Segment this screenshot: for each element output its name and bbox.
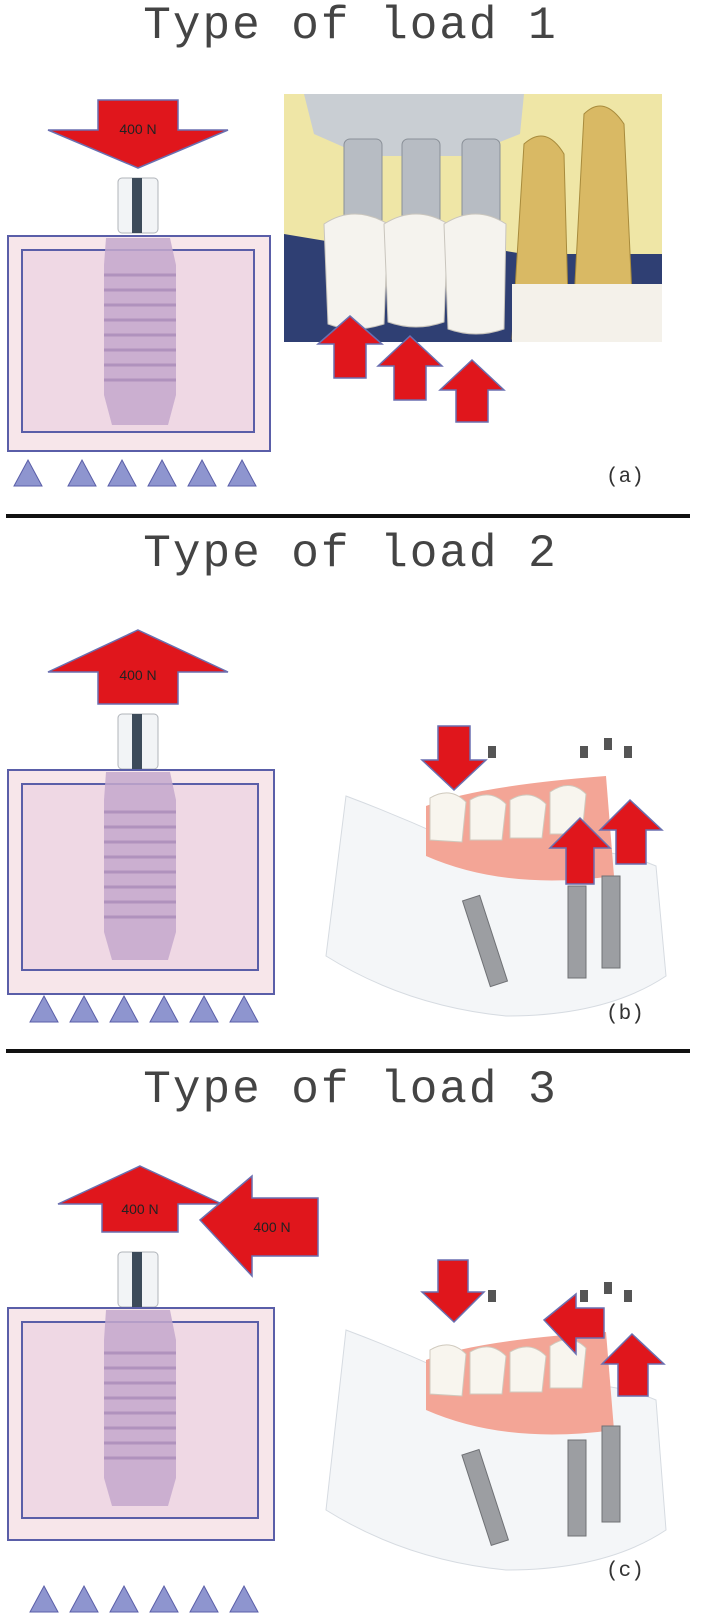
panel-b-caption: (b) xyxy=(606,1003,644,1026)
panel-c-dental-illustration xyxy=(325,1259,667,1571)
load-arrow-left xyxy=(198,1174,319,1278)
panel-c-caption: (c) xyxy=(606,1560,644,1583)
panel-a-caption: (a) xyxy=(606,466,644,489)
panel-b-implant-model: 400 N xyxy=(7,629,275,1023)
panel-c-implant-model: 400 N 400 N xyxy=(7,1165,319,1613)
load-arrow-up xyxy=(57,1165,223,1233)
panel-c-title: Type of load 3 xyxy=(143,1064,558,1116)
implant-body xyxy=(104,772,176,960)
load-arrows xyxy=(420,1259,666,1397)
load-arrows xyxy=(420,725,664,885)
load-label: 400 N xyxy=(119,121,156,137)
panel-b-dental-illustration xyxy=(325,725,667,1017)
panel-b-title: Type of load 2 xyxy=(143,528,558,580)
implant-body xyxy=(104,238,176,425)
implant-body xyxy=(104,1310,176,1506)
load-label-lateral: 400 N xyxy=(253,1219,290,1235)
support-triangles xyxy=(29,994,259,1023)
panel-a-dental-illustration xyxy=(284,94,662,423)
load-arrows-up xyxy=(316,315,506,423)
panel-a-implant-model: 400 N xyxy=(7,99,271,487)
panel-a-title: Type of load 1 xyxy=(143,0,558,52)
load-arrow-down xyxy=(47,99,229,169)
load-arrow-up xyxy=(47,629,229,705)
support-triangles xyxy=(29,1584,259,1613)
support-triangles xyxy=(13,458,257,487)
load-label: 400 N xyxy=(119,667,156,683)
separator-2 xyxy=(6,1049,690,1053)
load-label: 400 N xyxy=(121,1201,158,1217)
separator-1 xyxy=(6,514,690,518)
